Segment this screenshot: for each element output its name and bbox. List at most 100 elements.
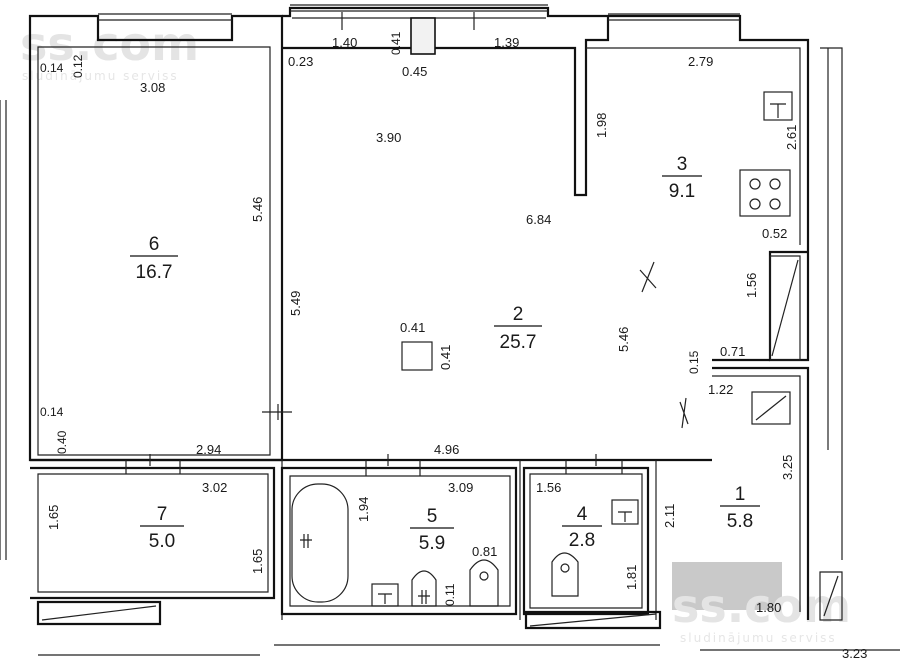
room-7-label: 7 5.0 bbox=[140, 504, 184, 552]
dimension-label: 0.41 bbox=[400, 320, 425, 335]
watermark-tagline: sludinājumu serviss bbox=[680, 631, 837, 645]
faucet-icon bbox=[770, 103, 786, 118]
dimension-label: 0.45 bbox=[402, 64, 427, 79]
dimension-label: 3.23 bbox=[842, 646, 867, 658]
watermark-brand: ss.com bbox=[672, 579, 851, 633]
dimension-label: 0.81 bbox=[472, 544, 497, 559]
dimension-label: 1.39 bbox=[494, 35, 519, 50]
window-room-4 bbox=[524, 610, 662, 630]
dimension-labels: 0.14 0.12 3.08 1.40 0.41 0.45 1.39 0.23 … bbox=[40, 31, 867, 658]
room-area: 2.8 bbox=[569, 530, 595, 551]
room-area: 5.0 bbox=[149, 531, 175, 552]
dimension-label: 1.40 bbox=[332, 35, 357, 50]
window-room-4-diagonal bbox=[529, 613, 657, 627]
dimension-label: 2.79 bbox=[688, 54, 713, 69]
stove-icon bbox=[739, 169, 791, 217]
dimension-label: 0.40 bbox=[55, 430, 69, 454]
dimension-label: 3.25 bbox=[780, 455, 795, 480]
dimension-label: 0.71 bbox=[720, 344, 745, 359]
ventilation-shaft bbox=[769, 255, 801, 361]
room-area: 16.7 bbox=[136, 262, 173, 283]
distribution-box-diagonal bbox=[755, 395, 787, 421]
watermark-top-left: ss.com sludinājumu serviss bbox=[20, 17, 199, 83]
watermark-bottom-right: ss.com sludinājumu serviss bbox=[672, 562, 851, 645]
walls bbox=[0, 4, 900, 656]
column-top bbox=[410, 17, 436, 55]
room-area: 5.8 bbox=[727, 511, 753, 532]
wall-room-1-inner bbox=[712, 375, 801, 612]
wc-toilet-icon bbox=[551, 552, 579, 597]
wall-room-7-inner bbox=[37, 473, 269, 593]
wall-room-2-top bbox=[282, 6, 610, 197]
dimension-label: 1.80 bbox=[756, 600, 781, 615]
fixtures bbox=[291, 91, 793, 607]
wall-room-1 bbox=[712, 358, 810, 620]
right-window bbox=[819, 571, 843, 621]
bath-faucet-icon bbox=[300, 534, 312, 548]
burner-icon bbox=[749, 198, 761, 210]
faucet-icon bbox=[618, 511, 632, 522]
wall-room-5-inner bbox=[289, 475, 511, 607]
room-number: 2 bbox=[513, 304, 524, 325]
dimension-label: 0.14 bbox=[40, 61, 64, 75]
column-room-2 bbox=[401, 341, 433, 371]
room-number: 4 bbox=[577, 504, 588, 525]
window-ticks bbox=[341, 12, 475, 30]
dimension-label: 1.56 bbox=[744, 273, 759, 298]
dimension-label: 0.14 bbox=[40, 405, 64, 419]
dimension-label: 1.81 bbox=[624, 565, 639, 590]
dimension-label: 3.90 bbox=[376, 130, 401, 145]
dimension-label: 0.11 bbox=[443, 583, 457, 606]
room-5-label: 5 5.9 bbox=[410, 506, 454, 554]
door-room-6 bbox=[262, 404, 292, 420]
room-area: 25.7 bbox=[500, 332, 537, 353]
window-room-7-diagonal bbox=[41, 605, 157, 621]
bottom-walls bbox=[38, 644, 900, 656]
wall-room-4-inner bbox=[529, 473, 643, 609]
distribution-box-icon bbox=[751, 391, 791, 425]
window-room-3 bbox=[608, 13, 740, 21]
dimension-label: 5.46 bbox=[616, 327, 631, 352]
door-room-7 bbox=[125, 460, 181, 474]
window-room-6 bbox=[98, 13, 232, 21]
wall-room-5 bbox=[280, 466, 518, 616]
dimension-label: 3.02 bbox=[202, 480, 227, 495]
door-room-5 bbox=[365, 460, 421, 476]
kitchen-sink-icon bbox=[763, 91, 793, 121]
dimension-label: 1.22 bbox=[708, 382, 733, 397]
room-number: 7 bbox=[157, 504, 168, 525]
room-labels: 6 16.7 2 25.7 3 9.1 1 5.8 4 2.8 5 5.9 bbox=[130, 154, 760, 554]
window-room-7 bbox=[36, 600, 162, 626]
room-4-label: 4 2.8 bbox=[562, 504, 602, 551]
dimension-label: 1.94 bbox=[356, 497, 371, 522]
ventilation-shaft-diagonal bbox=[771, 259, 799, 357]
washing-machine-icon bbox=[411, 570, 437, 607]
dimension-label: 1.65 bbox=[46, 505, 61, 530]
dimension-label: 2.61 bbox=[784, 125, 799, 150]
watermark-logo-block bbox=[672, 562, 782, 610]
right-exterior bbox=[820, 47, 843, 560]
door-room-4 bbox=[565, 460, 623, 474]
door-ticks bbox=[149, 454, 597, 466]
bathtub-icon bbox=[291, 483, 349, 603]
burner-icon bbox=[769, 198, 781, 210]
room-area: 9.1 bbox=[669, 181, 695, 202]
dimension-label: 5.46 bbox=[250, 197, 265, 222]
right-window-diagonal bbox=[823, 575, 839, 617]
room-number: 5 bbox=[427, 506, 438, 527]
wall-room-3-inner bbox=[586, 47, 801, 245]
wc-sink-icon bbox=[611, 499, 639, 525]
dimension-label: 3.08 bbox=[140, 80, 165, 95]
bathroom-sink-icon bbox=[371, 583, 399, 607]
room-number: 1 bbox=[735, 484, 746, 505]
wc-toilet-seat-icon bbox=[560, 563, 570, 573]
dimension-label: 0.41 bbox=[389, 31, 403, 55]
toilet-seat-icon bbox=[479, 571, 489, 581]
burner-icon bbox=[749, 178, 761, 190]
wall-room-7 bbox=[30, 466, 276, 600]
wall-room-6-inner bbox=[37, 46, 271, 456]
room-number: 6 bbox=[149, 234, 160, 255]
dimension-label: 0.41 bbox=[438, 345, 453, 370]
room-1-label: 1 5.8 bbox=[720, 484, 760, 532]
